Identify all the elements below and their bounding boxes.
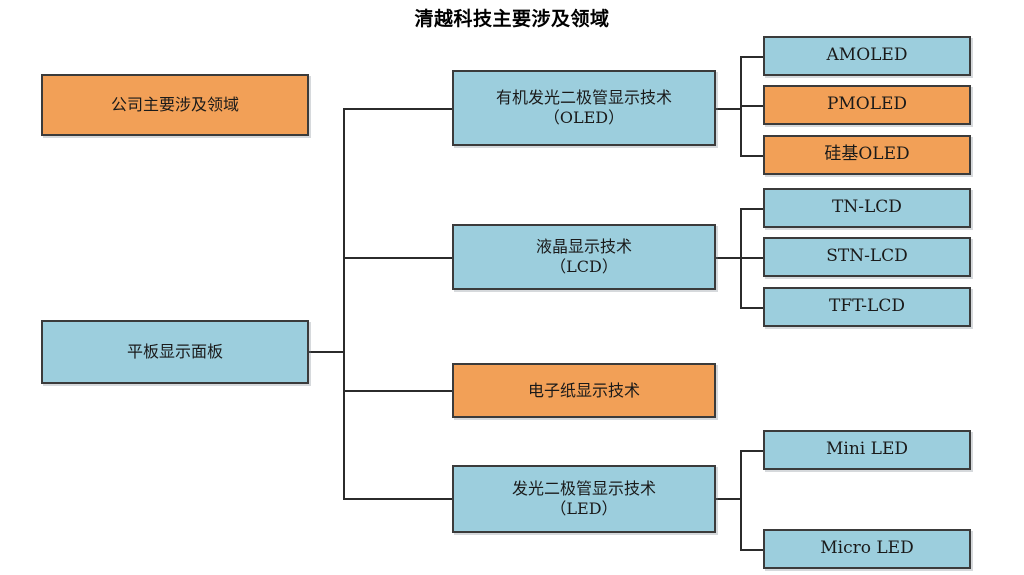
leaf-node-silicon-oled-label: 硅基OLED	[824, 144, 910, 165]
leaf-node-tft-lcd-label: TFT-LCD	[829, 296, 905, 317]
leaf-node-micro-led: Micro LED	[763, 529, 971, 569]
connector-trunk-to-led	[343, 498, 453, 500]
leaf-node-tn-lcd: TN-LCD	[763, 188, 971, 228]
connector-oled-to-amoled	[740, 56, 764, 58]
connector-led-stub	[716, 498, 742, 500]
leaf-node-amoled-label: AMOLED	[826, 45, 908, 66]
branch-node-epaper-label: 电子纸显示技术	[527, 380, 640, 400]
connector-lcd-to-stn-lcd	[740, 257, 764, 259]
branch-node-epaper: 电子纸显示技术	[452, 363, 716, 418]
connector-lcd-to-tft-lcd	[740, 307, 764, 309]
branch-node-oled-label: 有机发光二极管显示技术 （OLED）	[495, 88, 672, 127]
branch-node-led-label: 发光二极管显示技术 （LED）	[511, 479, 656, 518]
leaf-node-tft-lcd: TFT-LCD	[763, 287, 971, 327]
leaf-node-stn-lcd-label: STN-LCD	[826, 246, 908, 267]
connector-lcd-to-tn-lcd	[740, 208, 764, 210]
leaf-node-mini-led-label: Mini LED	[826, 439, 908, 460]
connector-led-to-mini-led	[740, 450, 764, 452]
connector-root-to-trunk	[309, 351, 345, 353]
leaf-node-tn-lcd-label: TN-LCD	[832, 197, 902, 218]
connector-oled-to-pmoled	[740, 105, 764, 107]
root-node-flat-panel-display: 平板显示面板	[41, 320, 309, 384]
connector-led-to-micro-led	[740, 549, 764, 551]
connector-trunk-to-lcd	[343, 257, 453, 259]
leaf-node-amoled: AMOLED	[763, 36, 971, 76]
connector-trunk-to-epaper	[343, 390, 453, 392]
connector-oled-stub	[716, 108, 742, 110]
leaf-node-micro-led-label: Micro LED	[820, 538, 914, 559]
leaf-node-stn-lcd: STN-LCD	[763, 237, 971, 277]
legend-box-label: 公司主要涉及领域	[110, 95, 239, 114]
leaf-node-silicon-oled: 硅基OLED	[763, 135, 971, 175]
leaf-node-pmoled-label: PMOLED	[826, 94, 908, 115]
leaf-node-pmoled: PMOLED	[763, 85, 971, 125]
connector-lcd-stub	[716, 257, 742, 259]
connector-trunk-to-oled	[343, 108, 453, 110]
branch-node-lcd: 液晶显示技术 （LCD）	[452, 224, 716, 290]
branch-node-led: 发光二极管显示技术 （LED）	[452, 465, 716, 533]
connector-oled-to-silicon-oled	[740, 155, 764, 157]
leaf-node-mini-led: Mini LED	[763, 430, 971, 470]
legend-box-company-fields: 公司主要涉及领域	[41, 74, 309, 136]
root-node-label: 平板显示面板	[126, 342, 223, 361]
branch-node-oled: 有机发光二极管显示技术 （OLED）	[452, 70, 716, 146]
page-title: 清越科技主要涉及领域	[414, 8, 610, 30]
connector-trunk-vertical	[343, 108, 345, 500]
branch-node-lcd-label: 液晶显示技术 （LCD）	[535, 237, 632, 276]
connector-led-vertical	[740, 450, 742, 551]
